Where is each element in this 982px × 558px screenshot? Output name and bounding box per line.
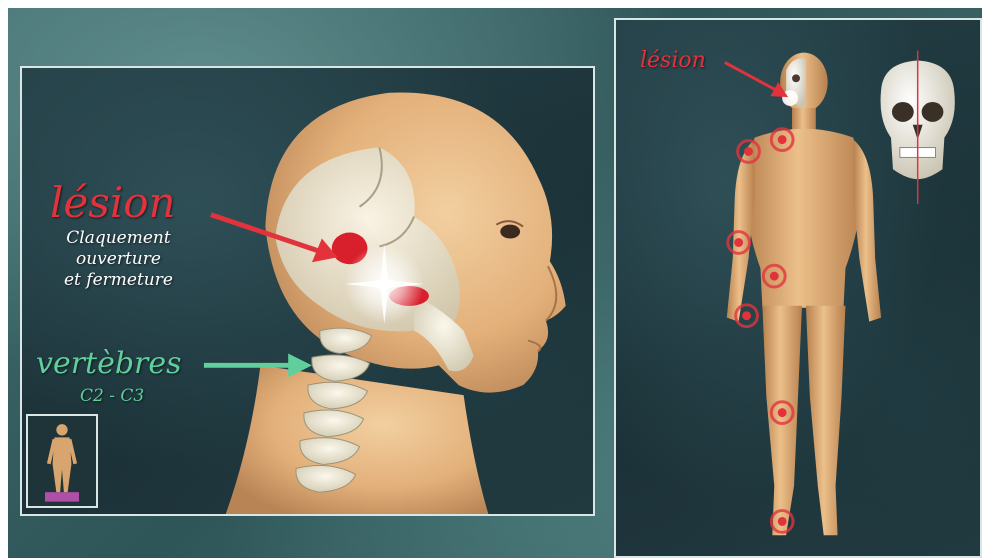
lesion-label: lésion <box>50 178 176 227</box>
body-thumbnail-figure <box>28 416 96 506</box>
vertebrae-range: C2 - C3 <box>80 386 144 406</box>
description-line: ouverture <box>64 249 173 270</box>
human-body-figure <box>727 53 881 536</box>
head-profile-illustration <box>22 68 593 514</box>
skull-front-view <box>881 51 955 204</box>
lesion-description: Claquement ouverture et fermeture <box>64 228 173 291</box>
head-profile-panel: lésion Claquement ouverture et fermeture… <box>20 66 595 516</box>
description-line: Claquement <box>64 228 173 249</box>
description-line: et fermeture <box>64 270 173 291</box>
body-lesion-arrow <box>725 62 776 90</box>
vertebrae-label: vertèbres <box>36 346 182 381</box>
body-thumbnail <box>26 414 98 508</box>
eye <box>500 225 520 239</box>
body-lesion-label: lésion <box>640 48 706 73</box>
illustration-background: lésion Claquement ouverture et fermeture… <box>8 8 982 558</box>
full-body-illustration <box>616 20 980 556</box>
full-body-panel: lésion <box>614 18 982 558</box>
